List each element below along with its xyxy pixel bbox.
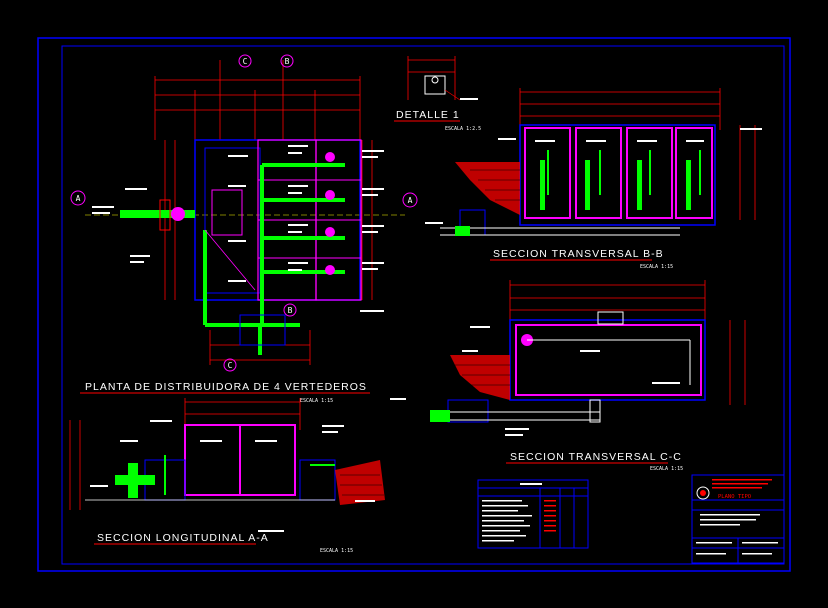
section-mark-b-bottom-label: B — [288, 306, 293, 315]
section-mark-a-left-label: A — [76, 194, 81, 203]
section-mark-c-top — [238, 54, 252, 68]
section-mark-b-bottom — [283, 303, 297, 317]
section-mark-c-bottom-label: C — [228, 361, 233, 370]
seccion-aa-title: SECCION LONGITUDINAL A-A — [97, 532, 269, 544]
title-block: PLANO TIPO — [691, 474, 785, 564]
section-mark-b-top — [280, 54, 294, 68]
seccion-bb-title: SECCION TRANSVERSAL B-B — [493, 248, 664, 260]
section-mark-a-right-label: A — [408, 196, 413, 205]
seccion-cc-view: SECCION TRANSVERSAL C-C ESCALA 1:15 — [390, 280, 746, 472]
seccion-aa-view: SECCION LONGITUDINAL A-A ESCALA 1:15 — [69, 398, 385, 554]
seccion-cc-title: SECCION TRANSVERSAL C-C — [510, 451, 682, 463]
section-mark-c-bottom — [223, 358, 237, 372]
section-mark-c-top-label: C — [243, 57, 248, 66]
outer-frame — [37, 37, 791, 572]
planta-scale: ESCALA 1:15 — [300, 398, 333, 404]
sheet-title: PLANO TIPO — [718, 494, 751, 500]
planta-view: C B A A C B — [70, 54, 418, 404]
section-mark-a-right — [402, 192, 418, 208]
seccion-bb-view: SECCION TRANSVERSAL B-B ESCALA 1:15 — [425, 88, 762, 270]
seccion-aa-scale: ESCALA 1:15 — [320, 548, 353, 554]
section-mark-a-left — [70, 190, 86, 206]
detalle-title: DETALLE 1 — [396, 109, 460, 121]
inner-frame — [61, 45, 785, 565]
detalle-1-view: DETALLE 1 ESCALA 1:2.5 — [394, 56, 481, 132]
materials-table — [477, 479, 589, 549]
planta-title: PLANTA DE DISTRIBUIDORA DE 4 VERTEDEROS — [85, 381, 367, 393]
section-mark-b-top-label: B — [285, 57, 290, 66]
seccion-cc-scale: ESCALA 1:15 — [650, 466, 683, 472]
detalle-scale: ESCALA 1:2.5 — [445, 126, 481, 132]
logo-seal — [696, 486, 710, 500]
seccion-bb-scale: ESCALA 1:15 — [640, 264, 673, 270]
